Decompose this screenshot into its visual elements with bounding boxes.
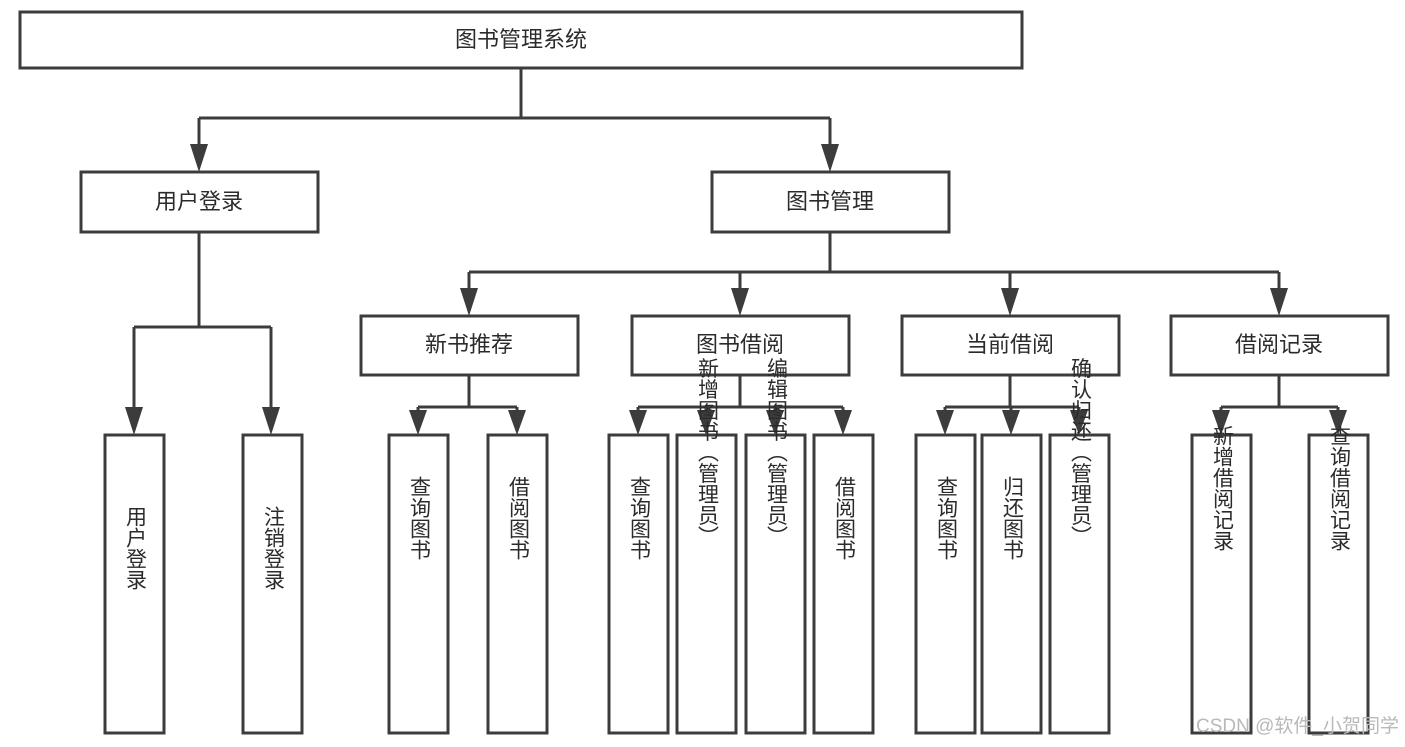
- node-leaf-borrow-book-2-box[interactable]: [812, 433, 875, 735]
- node-current-borrow-box[interactable]: [900, 314, 1121, 377]
- node-book-management-label: 图书管理: [786, 189, 874, 214]
- node-leaf-query-record-box[interactable]: [1307, 433, 1370, 735]
- node-leaf-query-book-3-label: 查询图书: [934, 476, 958, 560]
- connector-group-book-management: [460, 232, 1288, 316]
- arrow-head-leaf-query-book-1: [409, 410, 427, 435]
- arrow-head-book-borrow: [731, 288, 749, 316]
- node-leaf-confirm-return-label: 确认归还（管理员）: [1068, 358, 1092, 547]
- node-leaf-logout-login[interactable]: 注销登录: [241, 433, 304, 735]
- arrow-head-leaf-query-book-2: [629, 410, 647, 435]
- connector-group-new-book-recommend: [409, 375, 526, 435]
- node-book-borrow[interactable]: 图书借阅: [630, 314, 851, 377]
- connector-group-borrow-record: [1212, 375, 1347, 435]
- arrow-head-leaf-borrow-book-2: [834, 410, 852, 435]
- arrow-head-leaf-return-book: [1002, 410, 1020, 435]
- node-leaf-confirm-return[interactable]: 确认归还（管理员）: [1048, 358, 1111, 735]
- node-leaf-query-book-1-label: 查询图书: [407, 476, 431, 560]
- arrow-head-leaf-query-record: [1329, 410, 1347, 435]
- node-leaf-user-login-box[interactable]: [103, 433, 166, 735]
- connector-group-user-login: [125, 232, 280, 435]
- arrow-head-new-book-recommend: [460, 288, 478, 316]
- node-leaf-return-book[interactable]: 归还图书: [980, 433, 1043, 735]
- arrow-head-leaf-edit-book: [766, 410, 784, 435]
- connector-group-current-borrow: [936, 375, 1088, 435]
- node-leaf-borrow-book-1-box[interactable]: [486, 433, 549, 735]
- node-leaf-add-book-label: 新增图书（管理员）: [695, 358, 719, 547]
- node-borrow-record-box[interactable]: [1169, 314, 1390, 377]
- node-leaf-add-record[interactable]: 新增借阅记录: [1190, 425, 1253, 735]
- arrow-head-leaf-add-book: [697, 410, 715, 435]
- arrow-head-leaf-logout-login: [262, 407, 280, 435]
- node-leaf-query-book-2-box[interactable]: [607, 433, 670, 735]
- node-leaf-return-book-label: 归还图书: [1000, 476, 1024, 560]
- node-leaf-borrow-book-1-label: 借阅图书: [506, 476, 530, 560]
- node-leaf-query-record-label: 查询借阅记录: [1327, 425, 1351, 551]
- node-leaf-user-login-label: 用户登录: [123, 506, 147, 590]
- node-user-login-label: 用户登录: [155, 189, 243, 214]
- node-root[interactable]: 图书管理系统: [18, 10, 1024, 70]
- node-leaf-query-book-1[interactable]: 查询图书: [387, 433, 450, 735]
- arrow-head-leaf-confirm-return: [1070, 410, 1088, 435]
- node-book-management[interactable]: 图书管理: [710, 170, 951, 234]
- node-leaf-query-record[interactable]: 查询借阅记录: [1307, 425, 1370, 735]
- arrow-head-borrow-record: [1270, 288, 1288, 316]
- csdn-watermark: CSDN @软件_小贺同学: [1196, 715, 1399, 737]
- node-leaf-logout-login-box[interactable]: [241, 433, 304, 735]
- node-new-book-recommend[interactable]: 新书推荐: [359, 314, 580, 377]
- node-root-box[interactable]: [18, 10, 1024, 70]
- node-new-book-recommend-box[interactable]: [359, 314, 580, 377]
- node-current-borrow[interactable]: 当前借阅: [900, 314, 1121, 377]
- node-leaf-user-login[interactable]: 用户登录: [103, 433, 166, 735]
- node-leaf-query-book-3[interactable]: 查询图书: [914, 433, 977, 735]
- node-leaf-query-book-1-box[interactable]: [387, 433, 450, 735]
- node-leaf-add-book[interactable]: 新增图书（管理员）: [675, 358, 738, 735]
- node-leaf-add-record-box[interactable]: [1190, 433, 1253, 735]
- node-borrow-record[interactable]: 借阅记录: [1169, 314, 1390, 377]
- node-leaf-query-book-3-box[interactable]: [914, 433, 977, 735]
- node-user-login[interactable]: 用户登录: [79, 170, 320, 234]
- node-root-label: 图书管理系统: [455, 27, 587, 52]
- node-leaf-borrow-book-2[interactable]: 借阅图书: [812, 433, 875, 735]
- node-leaf-return-book-box[interactable]: [980, 433, 1043, 735]
- node-leaf-logout-login-label: 注销登录: [261, 506, 285, 590]
- node-leaf-edit-book-label: 编辑图书（管理员）: [764, 358, 788, 547]
- node-leaf-confirm-return-box[interactable]: [1048, 433, 1111, 735]
- node-new-book-recommend-label: 新书推荐: [425, 332, 513, 357]
- arrow-head-leaf-add-record: [1212, 410, 1230, 435]
- node-borrow-record-label: 借阅记录: [1235, 332, 1323, 357]
- node-leaf-add-book-box[interactable]: [675, 433, 738, 735]
- node-leaf-borrow-book-2-label: 借阅图书: [832, 476, 856, 560]
- connector-group-root: [190, 68, 839, 172]
- arrow-head-leaf-borrow-book-1: [508, 410, 526, 435]
- node-leaf-query-book-2[interactable]: 查询图书: [607, 433, 670, 735]
- arrow-head-leaf-user-login: [125, 407, 143, 435]
- node-book-borrow-box[interactable]: [630, 314, 851, 377]
- node-book-borrow-label: 图书借阅: [696, 332, 784, 357]
- node-current-borrow-label: 当前借阅: [966, 332, 1054, 357]
- node-leaf-add-record-label: 新增借阅记录: [1210, 425, 1234, 551]
- arrow-head-leaf-query-book-3: [936, 410, 954, 435]
- arrow-head-current-borrow: [1001, 288, 1019, 316]
- node-user-login-box[interactable]: [79, 170, 320, 234]
- node-leaf-edit-book[interactable]: 编辑图书（管理员）: [744, 358, 807, 735]
- node-book-management-box[interactable]: [710, 170, 951, 234]
- node-leaf-edit-book-box[interactable]: [744, 433, 807, 735]
- connector-group-book-borrow: [629, 375, 852, 435]
- node-leaf-borrow-book-1[interactable]: 借阅图书: [486, 433, 549, 735]
- node-leaf-query-book-2-label: 查询图书: [627, 476, 651, 560]
- arrow-head-book-management: [821, 144, 839, 172]
- arrow-head-user-login: [190, 144, 208, 172]
